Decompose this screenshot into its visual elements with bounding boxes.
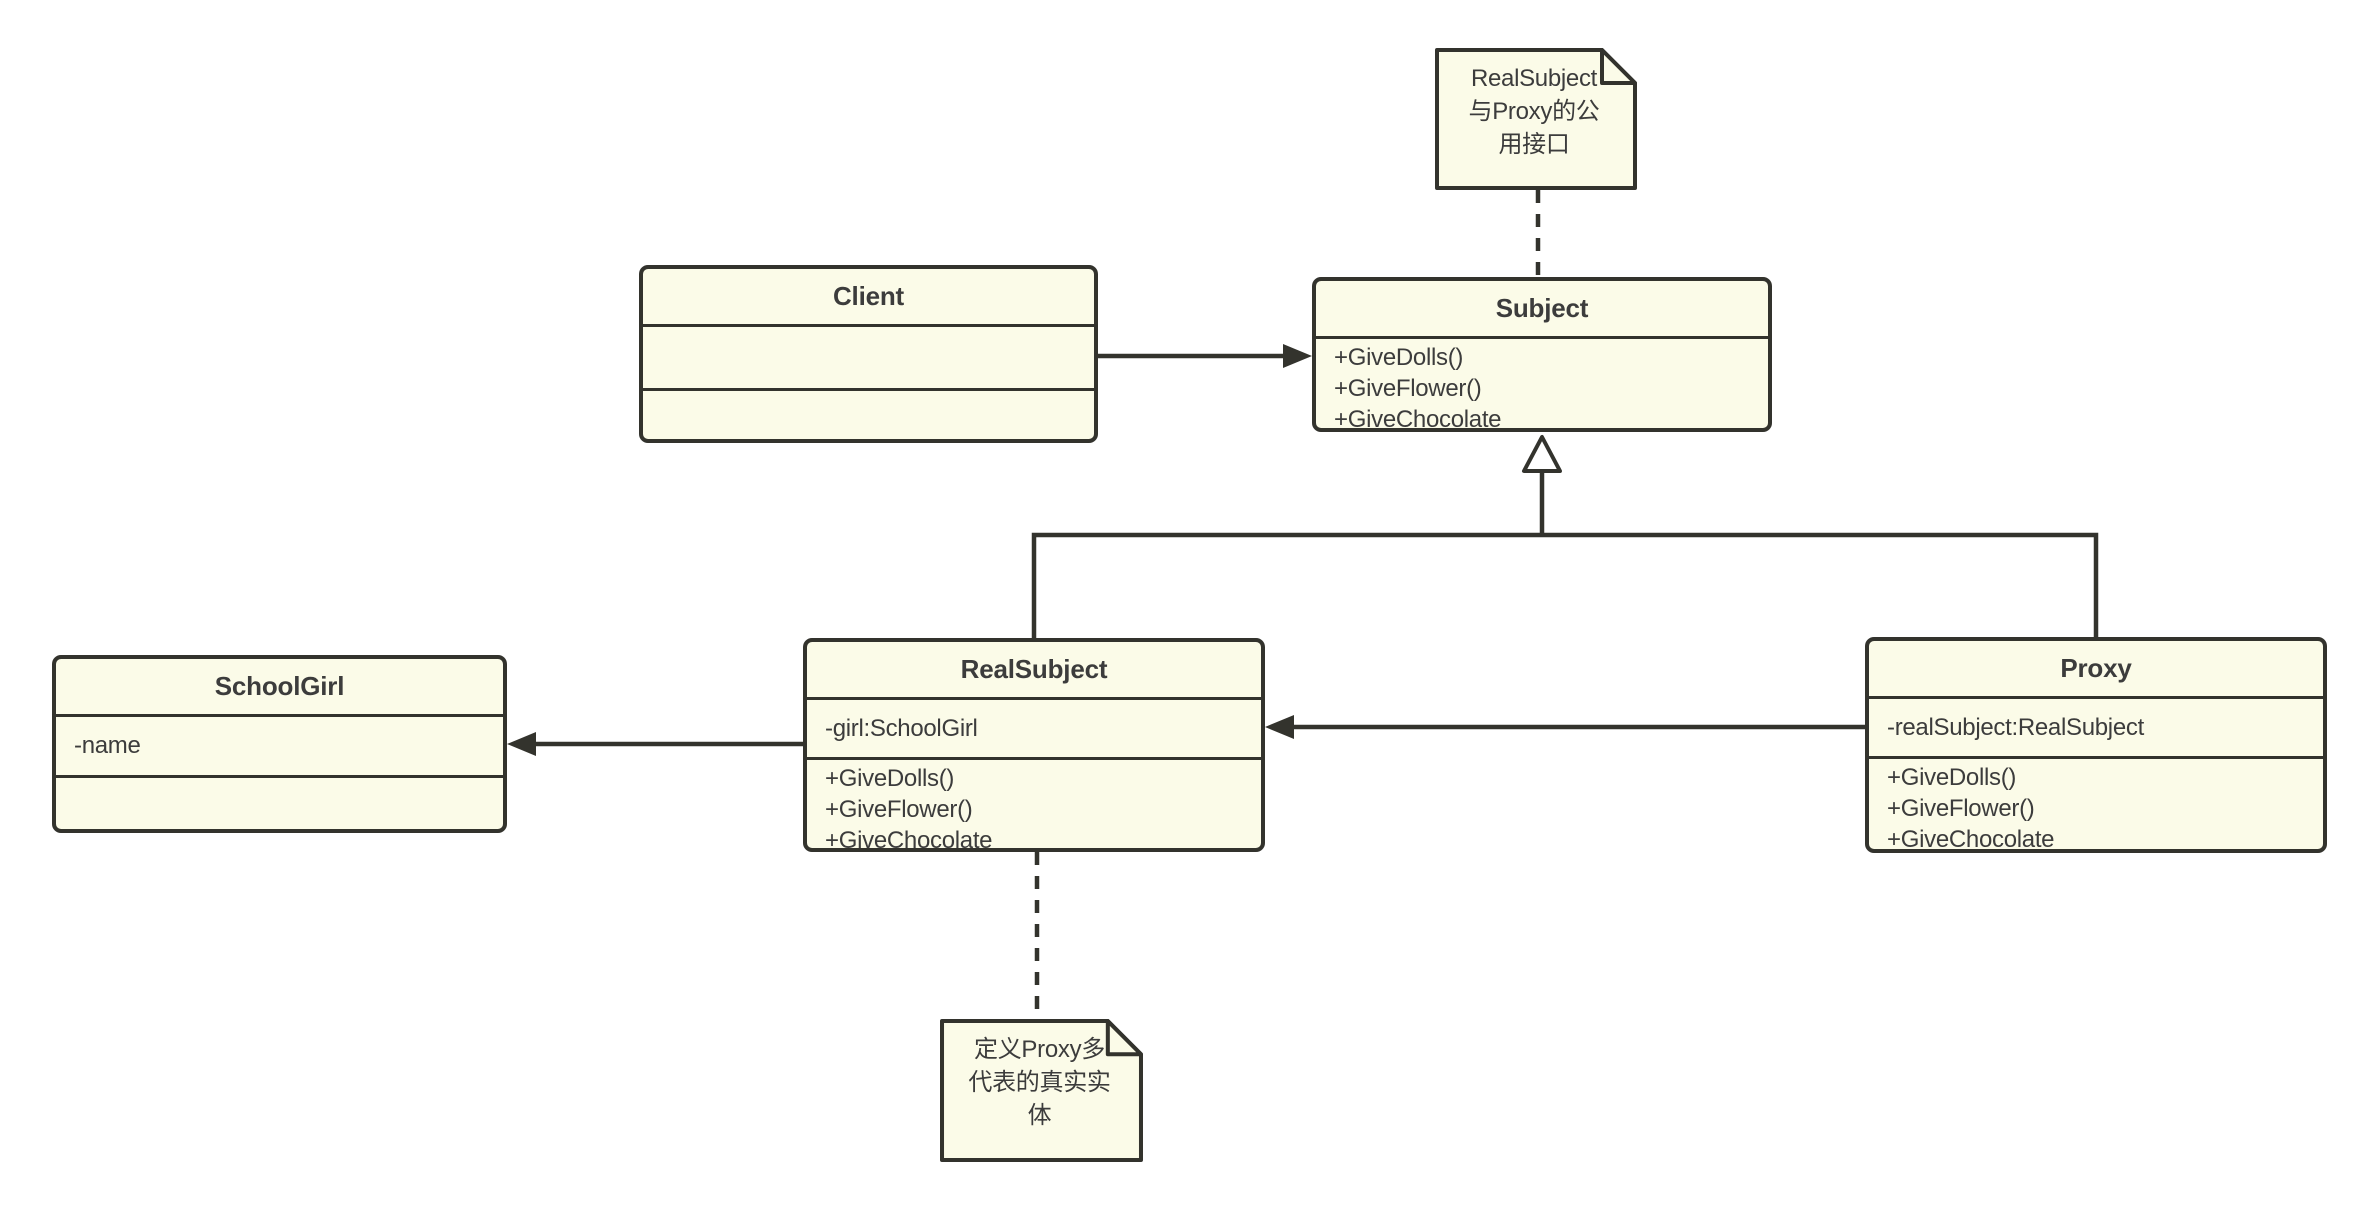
note-body (1435, 48, 1637, 190)
hollow-triangle-arrowhead-icon (1522, 435, 1562, 473)
note-shape (1435, 48, 1637, 190)
class-methods-realsubject: +GiveDolls() +GiveFlower() +GiveChocolat… (807, 757, 1261, 852)
class-title-realsubject: RealSubject (960, 654, 1108, 684)
attribute-row: -name (74, 732, 141, 759)
generalization-branch-line (1031, 532, 2099, 638)
class-box-realsubject[interactable]: RealSubject -girl:SchoolGirl +GiveDolls(… (803, 638, 1265, 852)
method-row: +GiveDolls() (1887, 764, 2017, 791)
method-row: +GiveFlower() (1887, 795, 2035, 822)
class-attributes-schoolgirl: -name (56, 714, 503, 775)
filled-arrowhead-icon (507, 732, 536, 756)
filled-arrowhead-icon (1265, 715, 1294, 739)
class-title-proxy: Proxy (2060, 653, 2132, 683)
method-row: +GiveDolls() (1334, 344, 1464, 371)
note-shape (940, 1019, 1143, 1162)
class-title-subject: Subject (1495, 293, 1589, 323)
method-row: +GiveChocolate (825, 827, 993, 852)
method-row: +GiveFlower() (825, 796, 973, 823)
note-line: 代表的真实实 (968, 1069, 1111, 1096)
note-line: 与Proxy的公 (1468, 98, 1600, 125)
method-row: +GiveChocolate (1334, 406, 1502, 432)
note-text: RealSubject 与Proxy的公 用接口 (1441, 62, 1627, 161)
note-realsubject-entity[interactable]: 定义Proxy多 代表的真实实 体 (940, 1019, 1143, 1162)
class-box-client[interactable]: Client (639, 265, 1098, 443)
note-subject-interface[interactable]: RealSubject 与Proxy的公 用接口 (1435, 48, 1637, 190)
note-text: 定义Proxy多 代表的真实实 体 (946, 1033, 1133, 1132)
method-row: +GiveChocolate (1887, 826, 2055, 853)
class-attributes-proxy: -realSubject:RealSubject (1869, 696, 2323, 756)
method-row: +GiveDolls() (825, 765, 955, 792)
attribute-row: -realSubject:RealSubject (1887, 713, 2144, 741)
class-box-schoolgirl[interactable]: SchoolGirl -name (52, 655, 507, 833)
edge-proxy-realsubject-association[interactable] (1265, 715, 1865, 739)
note-line: RealSubject (1470, 65, 1598, 92)
class-attributes-realsubject: -girl:SchoolGirl (807, 697, 1261, 757)
attribute-row: -girl:SchoolGirl (825, 714, 978, 742)
edge-realsubject-schoolgirl-association[interactable] (507, 732, 803, 756)
class-box-subject[interactable]: Subject +GiveDolls() +GiveFlower() +Give… (1312, 277, 1772, 432)
class-title-schoolgirl: SchoolGirl (214, 671, 345, 701)
class-box-proxy[interactable]: Proxy -realSubject:RealSubject +GiveDoll… (1865, 637, 2327, 853)
class-methods-subject: +GiveDolls() +GiveFlower() +GiveChocolat… (1316, 336, 1768, 432)
edge-client-subject-association[interactable] (1098, 344, 1312, 368)
note-fold-icon (1105, 1019, 1143, 1057)
edge-generalization-to-subject[interactable] (1031, 435, 2099, 638)
class-methods-client (643, 388, 1094, 439)
note-fold-icon (1600, 48, 1637, 85)
note-line: 体 (1027, 1102, 1052, 1129)
method-row: +GiveFlower() (1334, 375, 1482, 402)
filled-arrowhead-icon (1283, 344, 1312, 368)
class-title-client: Client (832, 281, 905, 311)
class-methods-schoolgirl (56, 775, 503, 829)
class-attributes-client (643, 324, 1094, 388)
note-line: 定义Proxy多 (974, 1036, 1105, 1063)
class-methods-proxy: +GiveDolls() +GiveFlower() +GiveChocolat… (1869, 756, 2323, 853)
note-body (940, 1019, 1143, 1162)
note-line: 用接口 (1498, 131, 1570, 158)
